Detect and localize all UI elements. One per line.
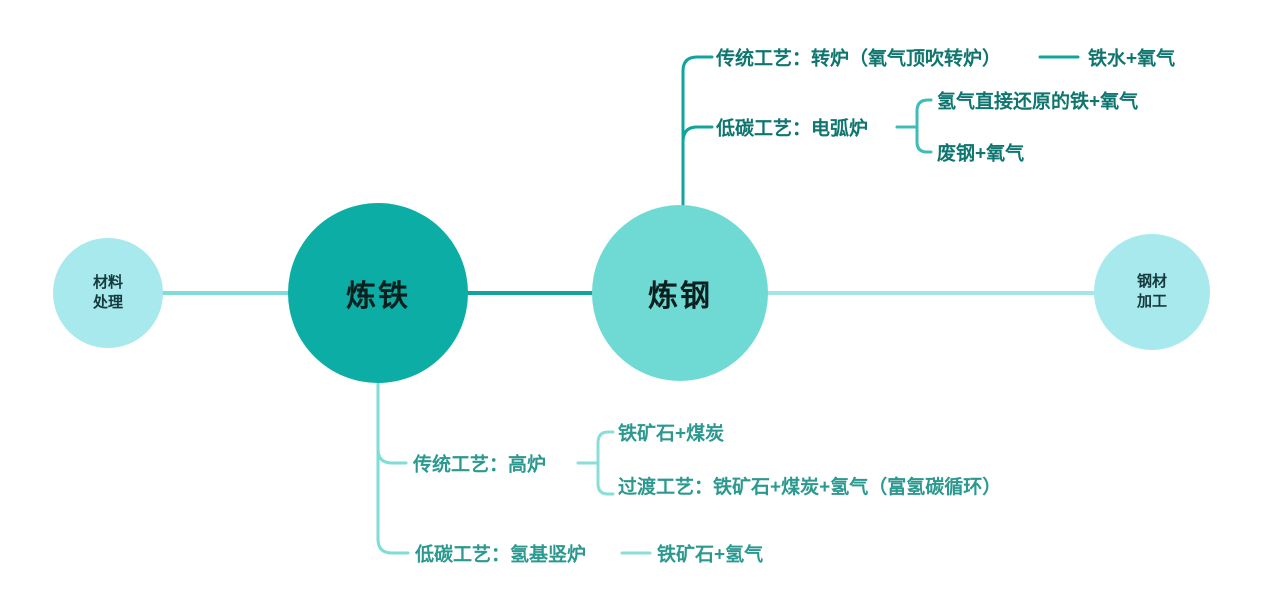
input-iron-ore-coal[interactable]: 铁矿石+煤炭 — [618, 423, 725, 445]
node-material-preparation[interactable]: 材料 处理 — [53, 238, 163, 348]
node-ironmaking-label: 炼铁 — [346, 280, 410, 313]
input-scrap-steel-oxygen[interactable]: 废钢+氧气 — [937, 143, 1025, 165]
node-steelmaking[interactable]: 炼钢 — [592, 205, 768, 381]
branch-steelmaking-traditional[interactable]: 传统工艺：转炉（氧气顶吹转炉） — [716, 48, 1002, 70]
node-material-preparation-label: 材料 处理 — [92, 273, 123, 311]
node-ironmaking[interactable]: 炼铁 — [288, 203, 468, 383]
bracket-blast-furnace-inputs — [596, 430, 615, 496]
node-steel-processing[interactable]: 钢材 加工 — [1094, 234, 1210, 350]
branch-steelmaking-lowcarbon[interactable]: 低碳工艺：电弧炉 — [716, 118, 869, 140]
node-steelmaking-label: 炼钢 — [648, 280, 712, 313]
node-steel-processing-label: 钢材 加工 — [1136, 272, 1167, 310]
ironmaking-stem-down — [376, 379, 410, 555]
branch-ironmaking-traditional[interactable]: 传统工艺：高炉 — [413, 454, 547, 476]
input-iron-ore-hydrogen[interactable]: 铁矿石+氢气 — [657, 544, 764, 566]
input-hydrogen-reduced-iron-oxygen[interactable]: 氢气直接还原的铁+氧气 — [937, 91, 1139, 113]
steelmaking-stem-up — [681, 55, 714, 209]
branch-ironmaking-lowcarbon[interactable]: 低碳工艺：氢基竖炉 — [415, 544, 587, 566]
input-transition-iron-ore-coal-hydrogen[interactable]: 过渡工艺：铁矿石+煤炭+氢气（富氢碳循环） — [618, 477, 1002, 498]
input-molten-iron-oxygen[interactable]: 铁水+氧气 — [1088, 48, 1176, 70]
bracket-arc-furnace-inputs — [915, 98, 933, 154]
ironmaking-branch-traditional-arm — [376, 447, 408, 465]
steelmaking-branch-lowcarbon-arm — [681, 125, 714, 144]
